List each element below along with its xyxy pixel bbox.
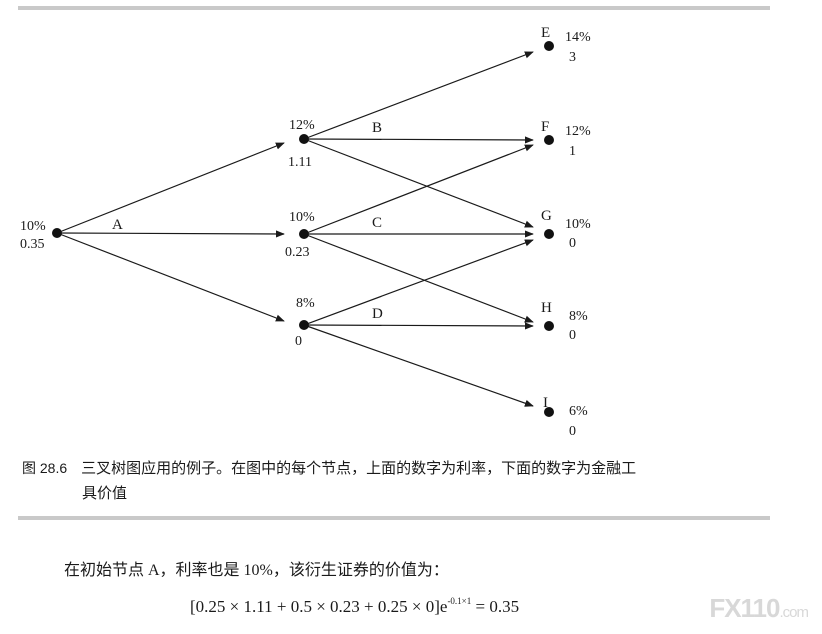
branch-label-A: A [112,217,123,233]
node-I-value: 0 [569,424,576,439]
edge-lower-to-I [303,324,534,407]
root-rate: 10% [20,219,46,234]
bottom-rule [18,516,770,520]
node-E-name: E [541,25,550,41]
watermark-main: FX110 [709,593,780,623]
edge-upper-to-F [303,136,534,144]
edge-root-to-middle [56,230,285,238]
edge-middle-to-F [303,144,534,235]
caption-line-2: 具价值 [82,486,128,502]
node-F-value: 1 [569,144,576,159]
node-F-name: F [541,119,549,135]
figure-number: 图 28.6 [22,460,68,476]
figure-caption: 图 28.6 三叉树图应用的例子。在图中的每个节点，上面的数字为利率，下面的数字为… [22,456,782,507]
middle-rate: 10% [289,210,315,225]
tree-edges [56,51,534,407]
node-H [544,321,554,331]
node-G-value: 0 [569,236,576,251]
node-E-rate: 14% [565,30,591,45]
trinomial-tree-diagram: 10% 0.35 A 12% 1.11 B 10% 0.23 C 8% 0 D … [20,25,591,439]
tree-nodes [52,41,554,417]
node-F-rate: 12% [565,124,591,139]
site-watermark: FX110.com [709,593,809,624]
node-H-name: H [541,300,552,316]
node-I-rate: 6% [569,404,588,419]
node-upper [299,134,309,144]
value-formula: [0.25 × 1.11 + 0.5 × 0.23 + 0.25 × 0]e-0… [190,596,519,617]
top-rule [18,6,770,10]
node-root [52,228,62,238]
node-H-value: 0 [569,328,576,343]
edge-root-to-upper [56,142,285,234]
node-H-rate: 8% [569,309,588,324]
node-F [544,135,554,145]
node-E-value: 3 [569,50,576,65]
edge-lower-to-G [303,239,534,326]
edge-upper-to-G [303,138,534,228]
edge-root-to-lower [56,232,285,322]
edge-lower-to-H [303,322,534,330]
body-paragraph: 在初始节点 A，利率也是 10%，该衍生证券的价值为： [64,562,449,579]
watermark-suffix: .com [779,604,808,621]
node-G-name: G [541,208,552,224]
branch-label-C: C [372,215,382,231]
node-middle [299,229,309,239]
caption-line-1: 三叉树图应用的例子。在图中的每个节点，上面的数字为利率，下面的数字为金融工 [81,461,637,477]
upper-rate: 12% [289,118,315,133]
root-value: 0.35 [20,237,45,252]
formula-result: = 0.35 [475,597,520,616]
formula-main: [0.25 × 1.11 + 0.5 × 0.23 + 0.25 × 0]e [190,597,448,616]
node-I-name: I [543,395,548,411]
node-G [544,229,554,239]
upper-value: 1.11 [288,155,312,170]
node-G-rate: 10% [565,217,591,232]
lower-rate: 8% [296,296,315,311]
node-lower [299,320,309,330]
node-E [544,41,554,51]
branch-label-B: B [372,120,382,136]
node-I [544,407,554,417]
middle-value: 0.23 [285,245,310,260]
edge-upper-to-E [303,51,534,140]
lower-value: 0 [295,334,302,349]
branch-label-D: D [372,306,383,322]
edge-middle-to-H [303,233,534,323]
formula-exponent: -0.1×1 [447,596,472,606]
